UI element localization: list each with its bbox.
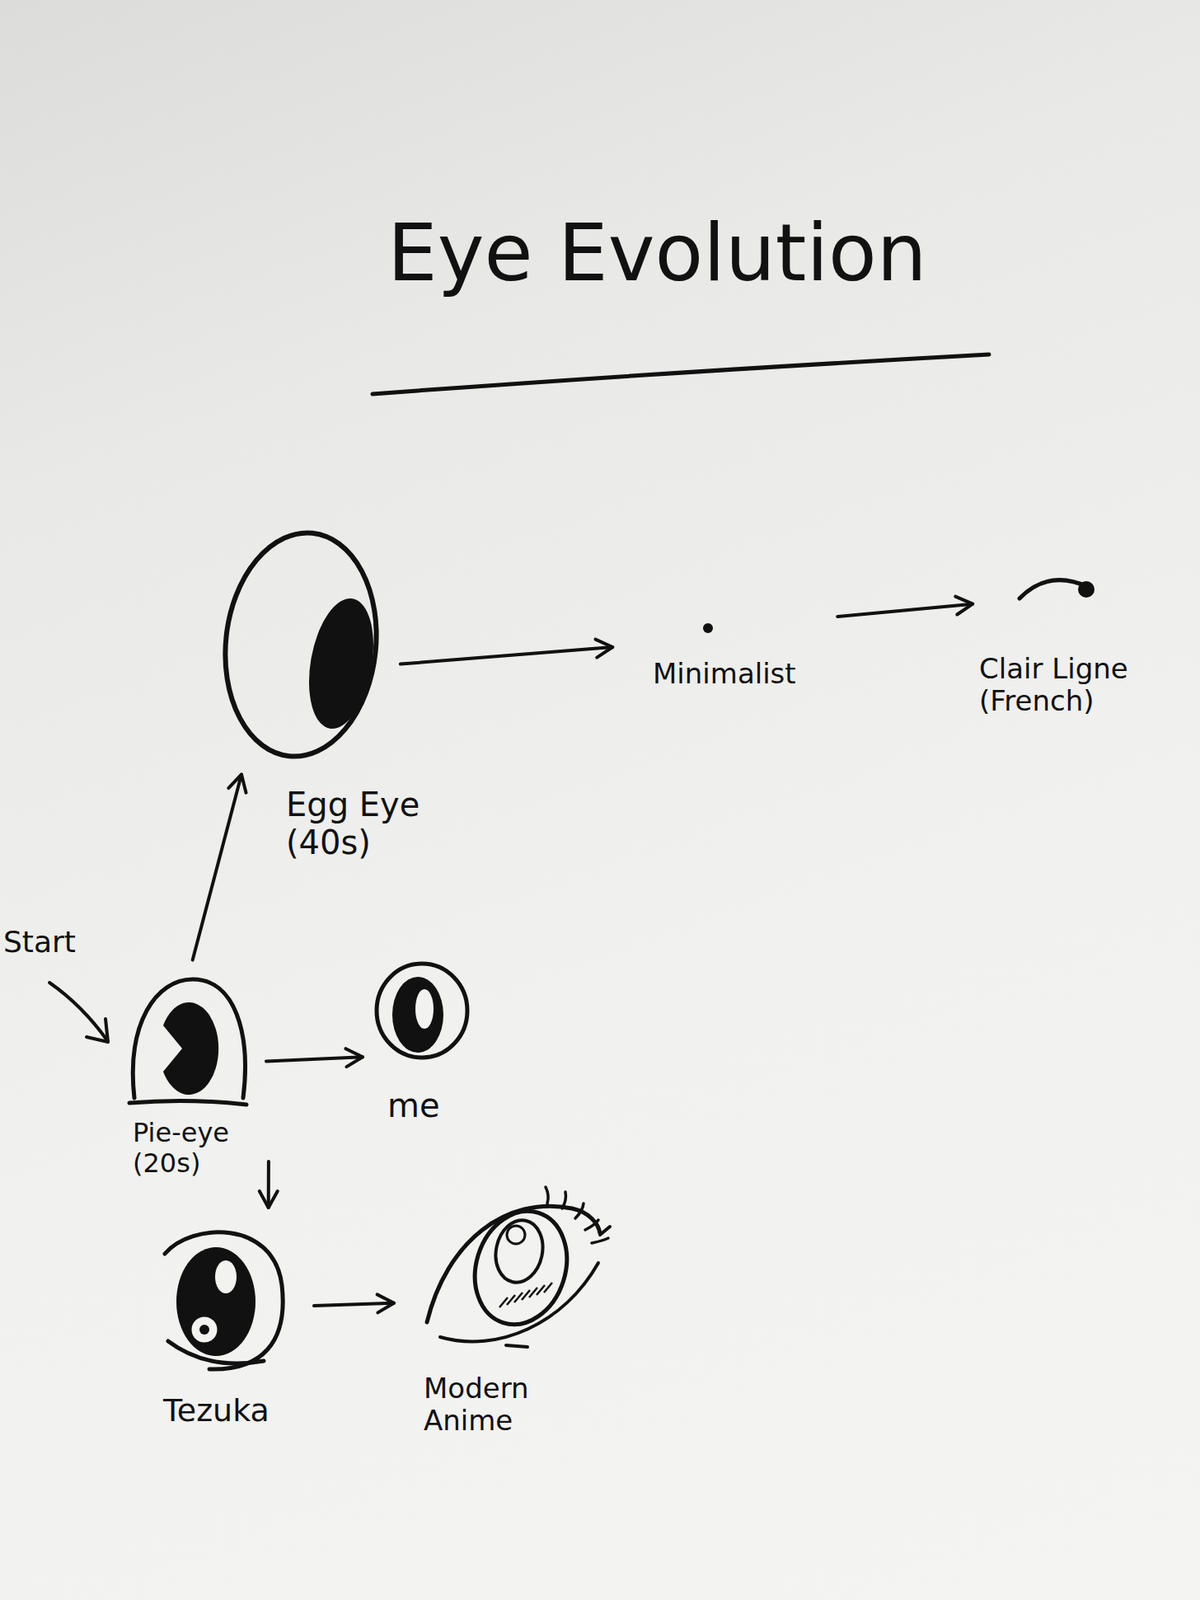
- egg-eye-node: Egg Eye (40s): [220, 527, 381, 762]
- minimalist-eye-node: Minimalist: [701, 621, 715, 635]
- tezuka-eye-drawing: [158, 1218, 291, 1373]
- eye-label: Minimalist: [652, 657, 797, 690]
- eye-label: Egg Eye (40s): [285, 785, 484, 862]
- my-eye-drawing: [372, 959, 472, 1062]
- pie-eye-drawing: [122, 974, 250, 1107]
- clair-ligne-eye-drawing: [1015, 568, 1098, 604]
- evolution-arrow: [314, 1303, 394, 1306]
- clair-ligne-eye-node: Clair Ligne (French): [1015, 568, 1098, 604]
- modern-anime-eye-drawing: [423, 1183, 613, 1358]
- eye-label: me: [387, 1086, 441, 1125]
- diagram-title: Eye Evolution: [387, 206, 928, 301]
- pie-eye-node: Pie-eye (20s): [122, 974, 250, 1107]
- egg-eye-drawing: [220, 527, 381, 762]
- start-arrow-head: [86, 1018, 108, 1042]
- start-arrow: [49, 982, 108, 1041]
- my-eye-node: me: [372, 959, 472, 1062]
- eye-label: Clair Ligne (French): [979, 652, 1136, 718]
- modern-anime-eye-node: Modern Anime: [423, 1183, 613, 1358]
- tezuka-eye-node: Tezuka: [158, 1218, 291, 1373]
- evolution-arrow: [400, 646, 613, 665]
- evolution-arrow: [267, 1161, 271, 1208]
- note-label: Start: [3, 924, 76, 959]
- title-underline: [372, 354, 990, 394]
- eye-label: Modern Anime: [423, 1372, 589, 1437]
- evolution-arrow: [837, 604, 973, 617]
- minimalist-eye-drawing: [701, 621, 715, 635]
- eye-label: Pie-eye (20s): [132, 1117, 273, 1179]
- evolution-arrow: [192, 774, 242, 961]
- eye-label: Tezuka: [163, 1392, 270, 1430]
- evolution-arrow: [266, 1056, 363, 1061]
